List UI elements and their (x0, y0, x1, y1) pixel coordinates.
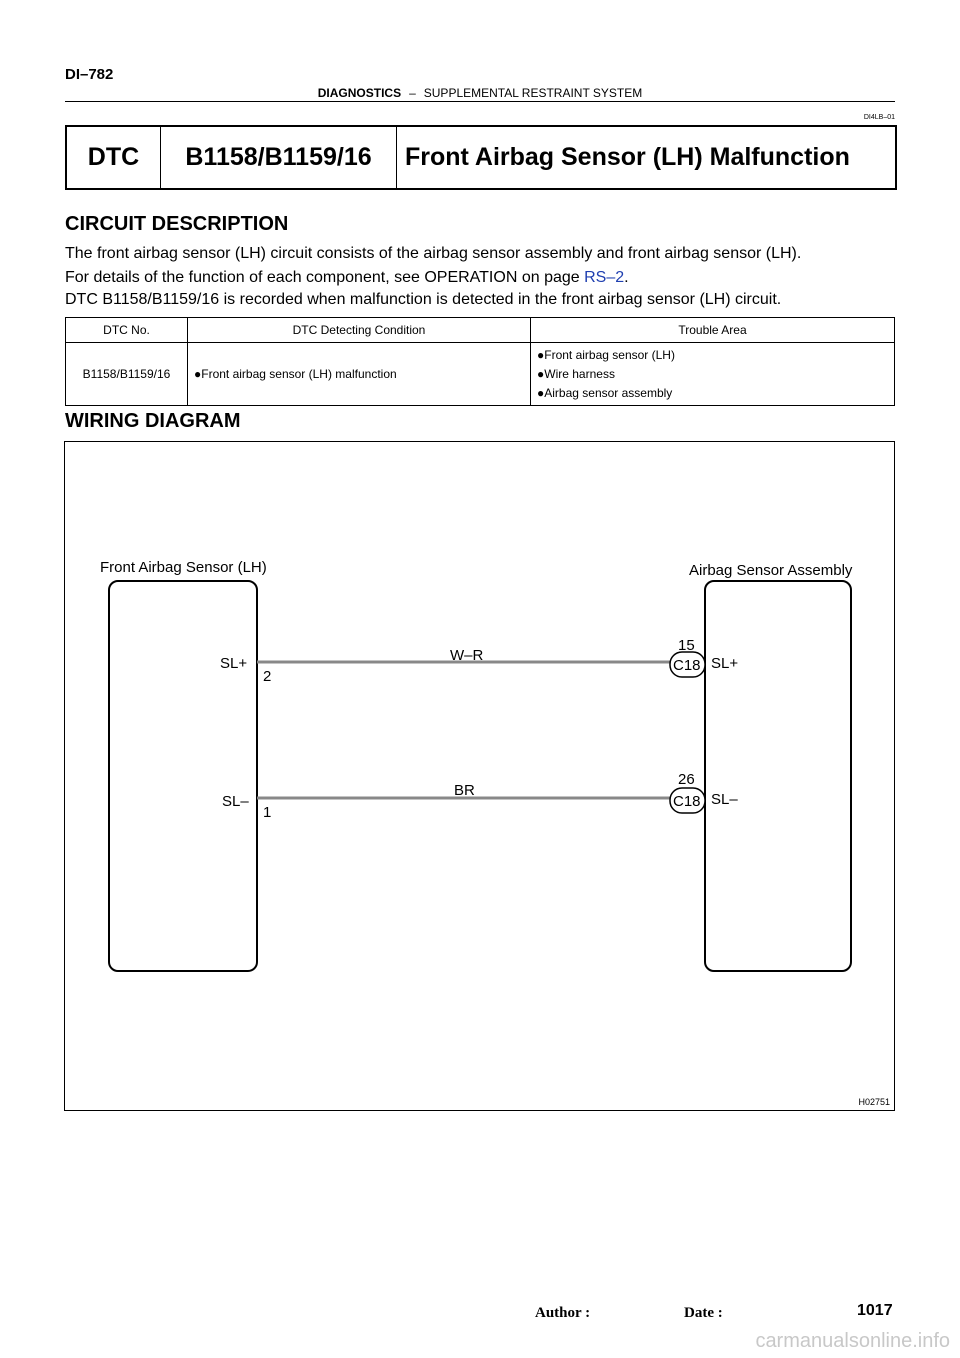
dtc-title-box: DTC B1158/B1159/16 Front Airbag Sensor (… (65, 125, 897, 190)
list-item: ●Front airbag sensor (LH) (537, 347, 675, 362)
right-pin-number-15: 15 (678, 637, 695, 654)
circuit-paragraph-3: DTC B1158/B1159/16 is recorded when malf… (65, 291, 782, 308)
doc-code: DI4LB–01 (863, 114, 895, 121)
dtc-codes: B1158/B1159/16 (161, 127, 397, 188)
airbag-sensor-assembly-box (704, 580, 852, 972)
wiring-diagram-graphic (108, 580, 852, 972)
left-pin-number-2: 2 (263, 668, 272, 685)
wire-color-br: BR (454, 782, 475, 799)
left-component-label: Front Airbag Sensor (LH) (100, 559, 267, 576)
wiring-diagram: Front Airbag Sensor (LH) Airbag Sensor A… (64, 441, 895, 1111)
right-pin-number-26: 26 (678, 771, 695, 788)
connector-label-c18: C18 (673, 793, 701, 810)
cell-dtc-no: B1158/B1159/16 (65, 342, 188, 406)
left-pin-number-1: 1 (263, 804, 272, 821)
operation-page-link[interactable]: RS–2 (584, 269, 625, 286)
left-pin-sl-plus: SL+ (220, 655, 248, 672)
dtc-label: DTC (67, 127, 161, 188)
section-name: DIAGNOSTICS (317, 86, 402, 100)
cell-condition: ●Front airbag sensor (LH) malfunction (187, 342, 531, 406)
watermark: carmanualsonline.info (755, 1330, 950, 1352)
left-pin-sl-minus: SL– (222, 793, 249, 810)
connector-label-c18: C18 (673, 657, 701, 674)
list-item: ●Airbag sensor assembly (537, 385, 673, 400)
section-header: DIAGNOSTICS–SUPPLEMENTAL RESTRAINT SYSTE… (0, 86, 960, 100)
table-row: B1158/B1159/16 ●Front airbag sensor (LH)… (65, 342, 895, 406)
wire-color-w-r: W–R (450, 647, 484, 664)
para2-suffix: . (624, 269, 629, 286)
header-trouble-area: Trouble Area (530, 317, 895, 343)
right-pin-sl-minus: SL– (711, 791, 738, 808)
subsection-name: SUPPLEMENTAL RESTRAINT SYSTEM (423, 86, 643, 100)
header-detecting-condition: DTC Detecting Condition (187, 317, 531, 343)
cell-trouble-area: ●Front airbag sensor (LH) ●Wire harness … (530, 342, 895, 406)
right-pin-sl-plus: SL+ (711, 655, 739, 672)
bullet-icon: ● (537, 347, 545, 362)
bullet-icon: ● (537, 385, 545, 400)
figure-code: H02751 (858, 1097, 890, 1107)
connector-c18-bottom (669, 787, 706, 814)
circuit-description-heading: CIRCUIT DESCRIPTION (65, 213, 289, 235)
dtc-title: Front Airbag Sensor (LH) Malfunction (405, 143, 850, 171)
author-label: Author : (535, 1305, 591, 1321)
condition-text: Front airbag sensor (LH) malfunction (201, 367, 397, 381)
date-label: Date : (684, 1305, 723, 1321)
page-number: 1017 (857, 1302, 893, 1319)
wiring-diagram-heading: WIRING DIAGRAM (65, 410, 241, 432)
right-component-label: Airbag Sensor Assembly (689, 562, 853, 579)
bullet-icon: ● (194, 367, 202, 381)
para2-text: For details of the function of each comp… (65, 269, 585, 286)
front-airbag-sensor-box (108, 580, 258, 972)
header-dtc-no: DTC No. (65, 317, 188, 343)
section-separator: – (409, 86, 416, 100)
list-item: ●Wire harness (537, 366, 615, 381)
circuit-paragraph-1: The front airbag sensor (LH) circuit con… (65, 245, 802, 262)
bullet-icon: ● (537, 366, 545, 381)
page-id: DI–782 (65, 66, 114, 83)
table-header-row: DTC No. DTC Detecting Condition Trouble … (65, 317, 895, 343)
circuit-paragraph-2: For details of the function of each comp… (65, 269, 629, 287)
dtc-table: DTC No. DTC Detecting Condition Trouble … (65, 317, 895, 406)
header-rule (65, 101, 895, 102)
connector-c18-top (669, 651, 706, 678)
